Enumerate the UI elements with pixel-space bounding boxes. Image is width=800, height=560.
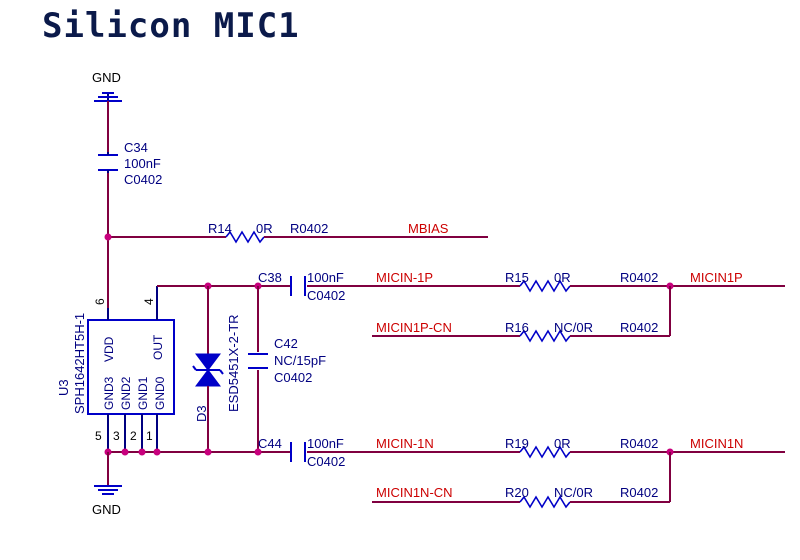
u3-body [87, 319, 175, 415]
junction-dot [254, 448, 262, 456]
r15-ref: R15 [505, 270, 529, 285]
u3-pin5-number: 5 [95, 429, 102, 443]
c44-package: C0402 [307, 454, 345, 469]
gnd-bottom-label: GND [92, 502, 121, 517]
c34-value: 100nF [124, 156, 161, 171]
u3-vdd-pin-label: VDD [102, 336, 116, 362]
c38-ref: C38 [258, 270, 282, 285]
micin1p-net-label: MICIN1P [690, 270, 743, 285]
micin-1p-net-label: MICIN-1P [376, 270, 433, 285]
r16-value: NC/0R [554, 320, 593, 335]
r19-resistor [519, 445, 571, 459]
c44-ref: C44 [258, 436, 282, 451]
u3-gnd0-pin-label: GND0 [153, 376, 167, 410]
gnd-top-label: GND [92, 70, 121, 85]
u3-gnd2-pin-label: GND2 [119, 376, 133, 410]
micin1n-net-label: MICIN1N [690, 436, 743, 451]
u3-gnd3-pin-label: GND3 [102, 376, 116, 410]
junction-dot [153, 448, 161, 456]
u3-part: SPH1642HT5H-1 [72, 313, 87, 414]
r15-package: R0402 [620, 270, 658, 285]
r19-ref: R19 [505, 436, 529, 451]
r14-ref: R14 [208, 221, 232, 236]
r14-package: R0402 [290, 221, 328, 236]
r19-package: R0402 [620, 436, 658, 451]
u3-pin4-number: 4 [142, 298, 156, 305]
junction-dot [104, 233, 112, 241]
micin1n-cn-net-label: MICIN1N-CN [376, 485, 453, 500]
c42-package: C0402 [274, 370, 312, 385]
gnd-top-symbol [94, 92, 122, 102]
u3-pin1-number: 1 [146, 429, 153, 443]
d3-tvs-diode [192, 353, 224, 387]
c34-ref: C34 [124, 140, 148, 155]
gnd-bottom-symbol [94, 485, 122, 495]
u3-pin2-number: 2 [130, 429, 137, 443]
c44-capacitor [290, 442, 306, 462]
r19-value: 0R [554, 436, 571, 451]
c42-ref: C42 [274, 336, 298, 351]
r15-value: 0R [554, 270, 571, 285]
junction-dot [138, 448, 146, 456]
page-title: Silicon MIC1 [42, 6, 300, 46]
r20-package: R0402 [620, 485, 658, 500]
micin-1n-net-label: MICIN-1N [376, 436, 434, 451]
d3-part: ESD5451X-2-TR [226, 314, 241, 412]
u3-ref: U3 [56, 379, 71, 396]
c38-value: 100nF [307, 270, 344, 285]
junction-dot [204, 448, 212, 456]
r20-resistor [519, 495, 571, 509]
r16-ref: R16 [505, 320, 529, 335]
c38-package: C0402 [307, 288, 345, 303]
r14-value: 0R [256, 221, 273, 236]
c34-package: C0402 [124, 172, 162, 187]
mbias-net-label: MBIAS [408, 221, 449, 236]
c38-capacitor [290, 276, 306, 296]
d3-ref: D3 [194, 405, 209, 422]
r20-value: NC/0R [554, 485, 593, 500]
micin1p-cn-net-label: MICIN1P-CN [376, 320, 452, 335]
c34-capacitor [98, 152, 118, 173]
r14-resistor [225, 230, 265, 244]
u3-pin6-number: 6 [93, 298, 107, 305]
u3-out-pin-label: OUT [151, 334, 165, 360]
c42-value: NC/15pF [274, 353, 326, 368]
c44-value: 100nF [307, 436, 344, 451]
r15-resistor [519, 279, 571, 293]
u3-gnd1-pin-label: GND1 [136, 376, 150, 410]
u3-pin3-number: 3 [113, 429, 120, 443]
r16-resistor [519, 329, 571, 343]
junction-dot [121, 448, 129, 456]
c42-capacitor [248, 353, 268, 369]
r16-package: R0402 [620, 320, 658, 335]
r20-ref: R20 [505, 485, 529, 500]
